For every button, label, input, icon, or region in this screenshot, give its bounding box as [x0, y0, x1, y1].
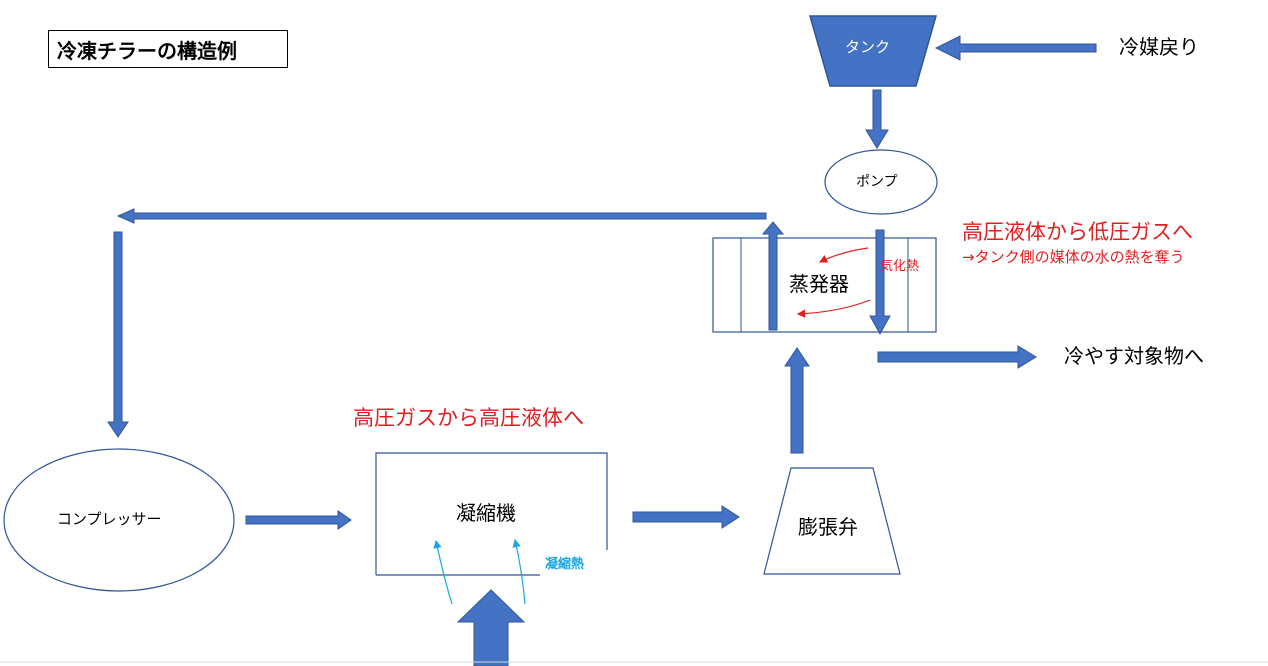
refrigerant-return-label: 冷媒戻り	[1119, 35, 1199, 59]
diagram-title: 冷凍チラーの構造例	[48, 30, 288, 68]
arrow-return-to-tank	[934, 35, 1097, 61]
expansion-valve-label: 膨張弁	[798, 515, 858, 539]
arrow-down-to-compressor	[107, 231, 129, 438]
condensation-heat-arrow	[512, 538, 526, 605]
tank-shape	[809, 15, 937, 87]
arrow-to-target	[877, 345, 1037, 369]
arrow-evaporator-up	[761, 221, 785, 331]
vaporization-heat-label: 気化熱	[880, 259, 920, 274]
evaporator-annotation-2: →タンク側の媒体の水の熱を奪う	[962, 248, 1185, 266]
arrow-valve-to-evaporator	[784, 347, 810, 454]
arrow-condenser-to-valve	[632, 505, 740, 529]
evaporator-label: 蒸発器	[789, 272, 849, 296]
arrow-compressor-to-condenser	[245, 510, 352, 530]
condensation-heat-arrow	[433, 539, 453, 605]
arrow-pump-into-evaporator	[869, 229, 891, 336]
compressor-shape	[3, 448, 235, 592]
arrow-tank-to-pump	[865, 89, 889, 149]
to-target-label: 冷やす対象物へ	[1064, 344, 1204, 368]
condenser-annotation: 高圧ガスから高圧液体へ	[353, 406, 584, 430]
evaporator-shape	[712, 237, 937, 333]
condenser-shape	[375, 452, 608, 576]
tank-label: タンク	[845, 38, 891, 56]
vaporization-heat-arrow	[796, 299, 871, 318]
expansion-valve-shape	[763, 467, 901, 575]
evaporator-annotation-1: 高圧液体から低圧ガスへ	[962, 220, 1193, 244]
pump-shape	[824, 149, 938, 215]
compressor-label: コンプレッサー	[57, 510, 162, 528]
arrow-top-return	[116, 208, 767, 224]
pump-label: ポンプ	[856, 174, 898, 190]
vaporization-heat-arrow	[818, 247, 869, 263]
arrow-cooling-air-up	[456, 589, 526, 666]
condensation-heat-label: 凝縮熱	[545, 557, 585, 572]
condenser-label: 凝縮機	[456, 501, 516, 525]
